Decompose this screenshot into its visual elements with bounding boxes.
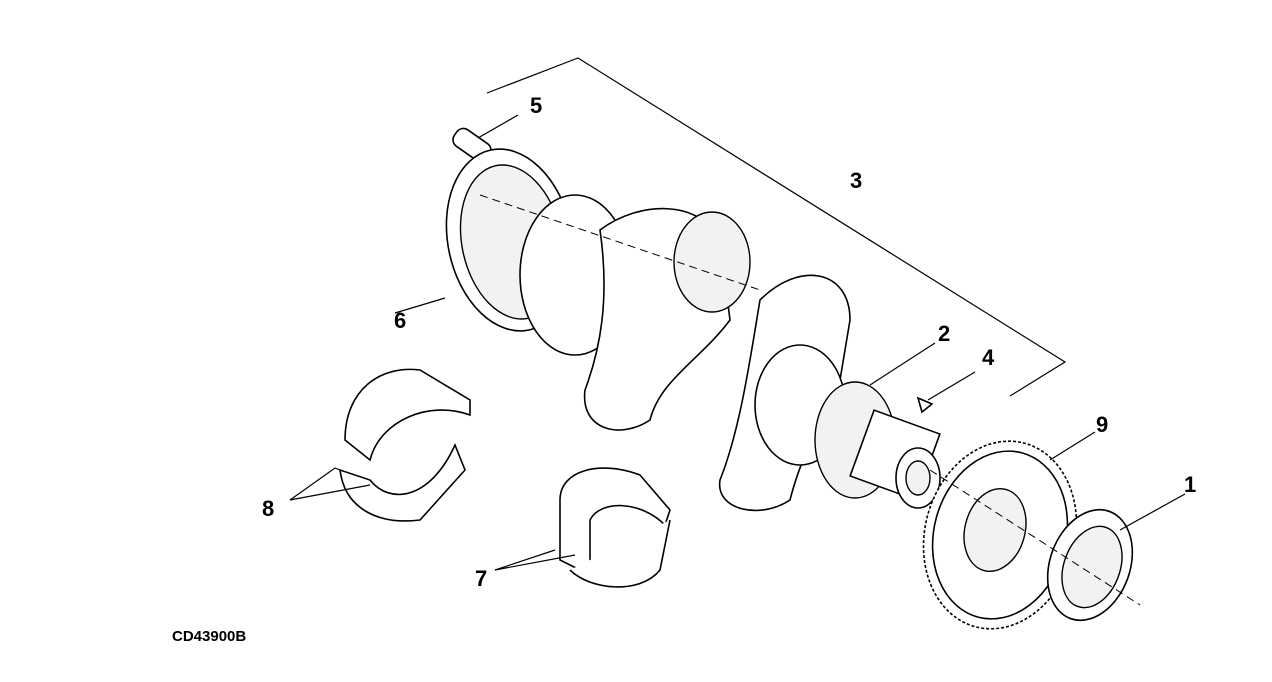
thrust-bearing-halves — [339, 368, 471, 522]
callout-2: 2 — [938, 321, 951, 346]
assembly-bracket — [486, 57, 1067, 397]
callout-1: 1 — [1184, 472, 1197, 497]
figure-code: CD43900B — [172, 628, 247, 645]
callout-9: 9 — [1096, 412, 1109, 437]
woodruff-key — [916, 396, 934, 414]
centerline — [479, 194, 761, 291]
callout-5: 5 — [530, 93, 543, 118]
crank-gear — [922, 440, 1078, 630]
callout-6: 6 — [394, 308, 407, 333]
front-oil-seal — [1046, 508, 1134, 622]
leader-lines — [289, 114, 1186, 571]
main-bearing-halves — [559, 467, 671, 588]
callout-3: 3 — [850, 168, 863, 193]
callout-8: 8 — [262, 496, 275, 521]
callout-7: 7 — [475, 566, 488, 591]
crankshaft — [519, 194, 941, 512]
centerline — [929, 469, 1141, 606]
callout-4: 4 — [982, 345, 995, 370]
